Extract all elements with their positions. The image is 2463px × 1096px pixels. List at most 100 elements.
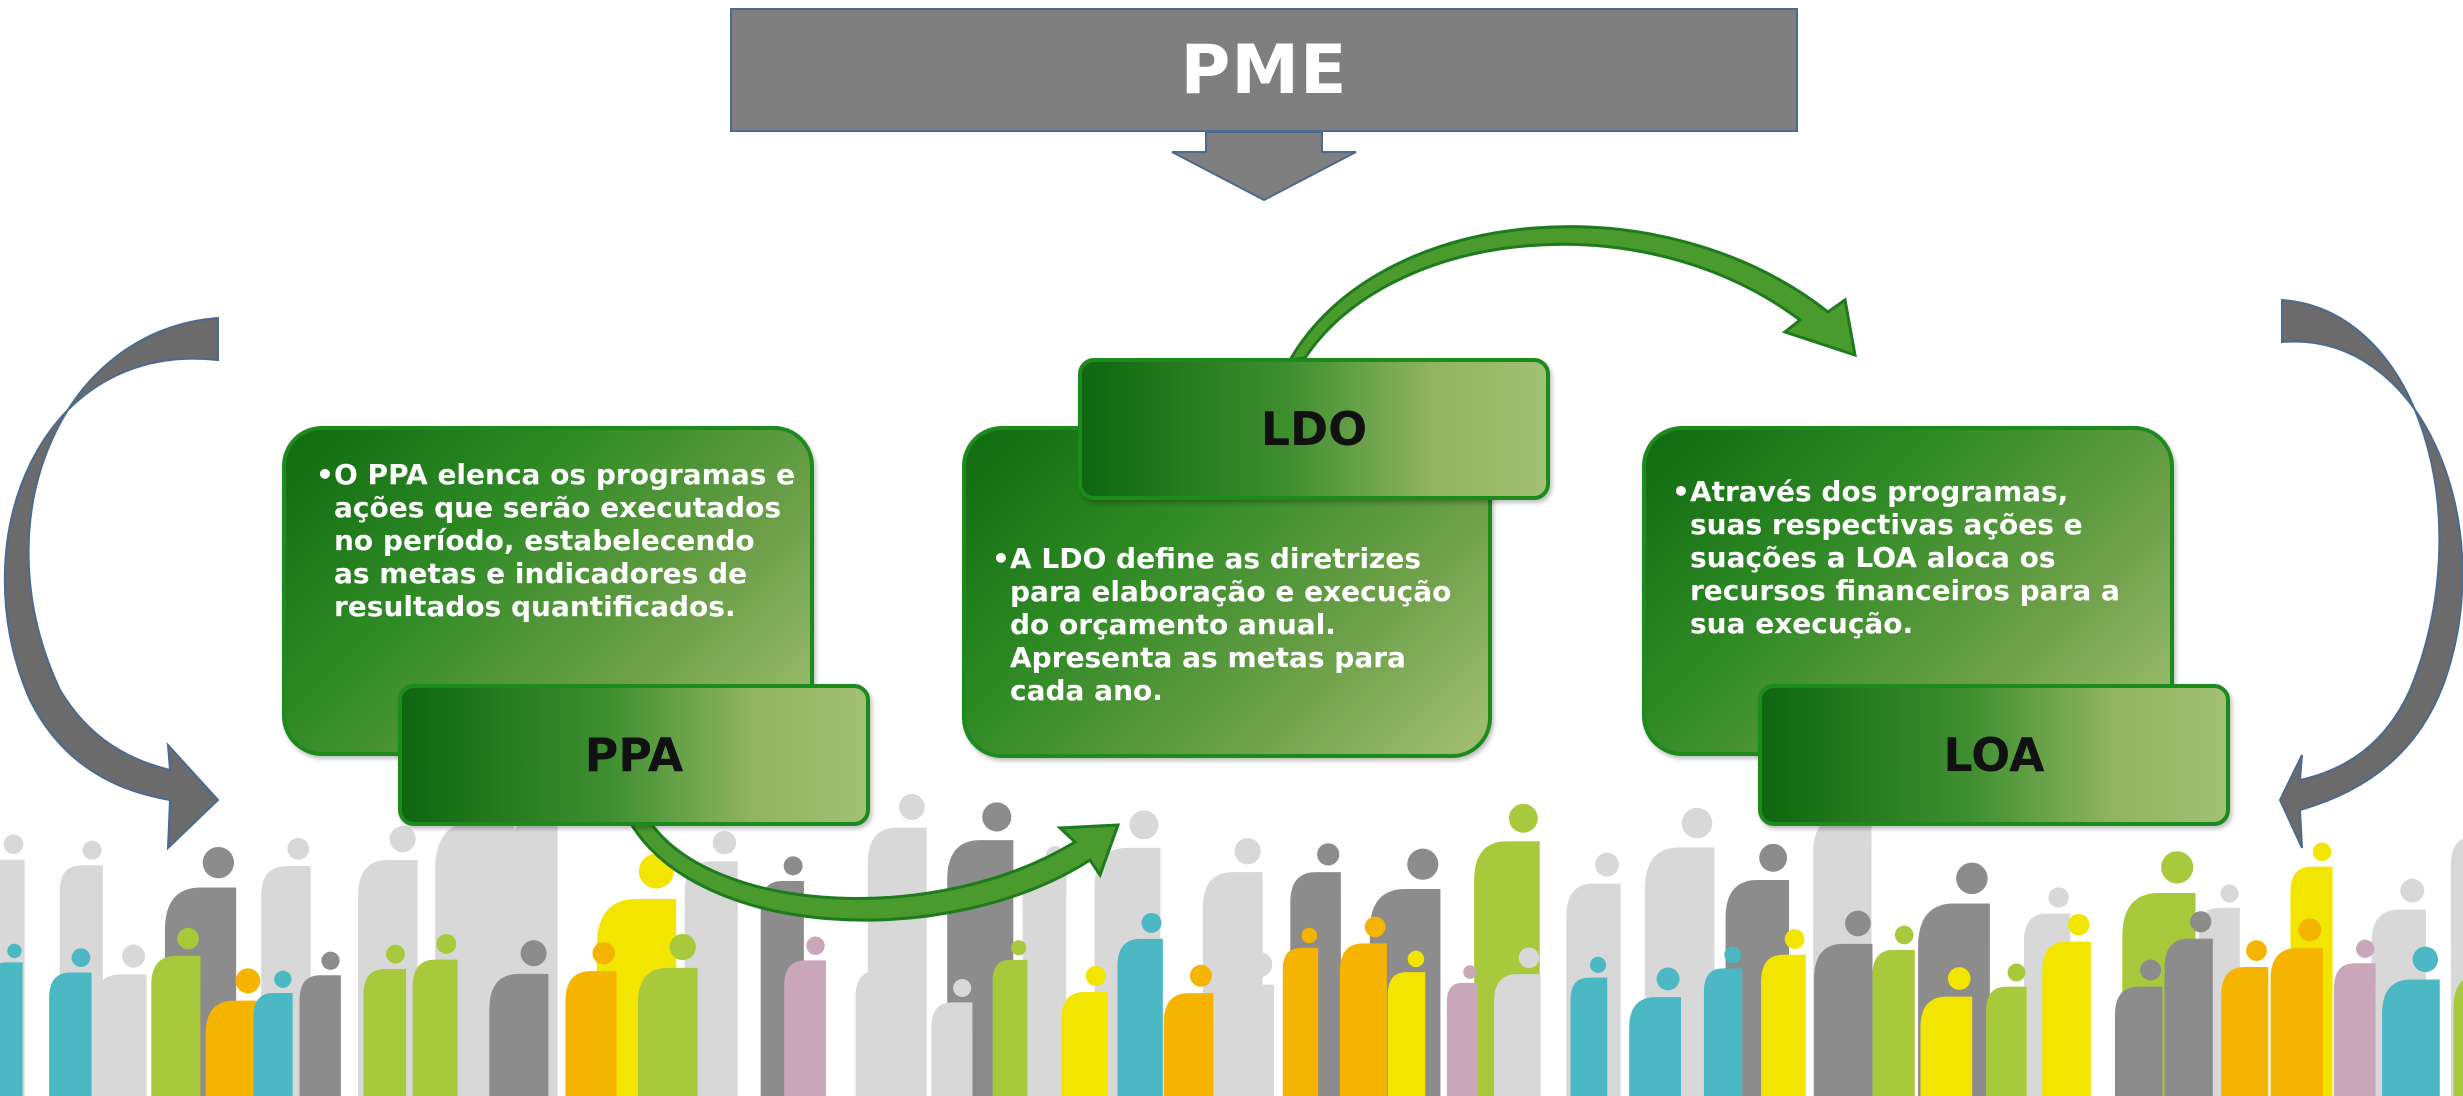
person-figure <box>94 974 147 1096</box>
person-head <box>2312 842 2332 862</box>
person-head <box>2190 911 2212 933</box>
person-head <box>2048 887 2069 908</box>
person-figure <box>1163 993 1214 1096</box>
ldo-label: LDO <box>1260 402 1368 456</box>
person-head <box>1894 925 1914 945</box>
pme-title: PME <box>1180 30 1348 110</box>
ldo-description-item: A LDO define as diretrizes para elaboraç… <box>992 542 1480 707</box>
person-figure <box>299 975 341 1096</box>
person-head <box>122 944 146 968</box>
person-figure <box>1446 982 1478 1096</box>
person-head <box>1956 862 1988 895</box>
person-head <box>1845 910 1871 937</box>
person-head <box>783 856 803 876</box>
person-head <box>898 794 925 820</box>
ldo-to-loa-arrow-icon <box>1287 225 1857 362</box>
person-head <box>287 837 310 860</box>
person-head <box>806 936 825 955</box>
person-head <box>592 942 615 965</box>
person-head <box>712 830 737 855</box>
person-head <box>1508 803 1538 833</box>
person-figure <box>1814 943 1873 1096</box>
person-figure <box>1117 938 1163 1096</box>
person-head <box>235 968 261 994</box>
person-figure <box>1216 984 1275 1096</box>
person-figure <box>151 955 201 1096</box>
person-head <box>2007 963 2026 982</box>
person-head <box>1407 950 1425 968</box>
person-head <box>982 802 1012 832</box>
person-figure <box>2453 980 2463 1096</box>
ldo-description: A LDO define as diretrizes para elaboraç… <box>990 542 1480 707</box>
person-figure <box>2114 986 2163 1096</box>
person-head <box>722 956 737 971</box>
person-figure <box>2221 967 2269 1096</box>
person-head <box>1190 964 1212 987</box>
person-head <box>1129 810 1159 840</box>
person-head <box>2412 946 2439 973</box>
person-head <box>1759 843 1788 872</box>
person-figure <box>1761 954 1806 1096</box>
person-head <box>2246 940 2267 961</box>
pme-title-box: PME <box>730 8 1798 132</box>
person-figure <box>1493 974 1541 1096</box>
loa-description-item: Através dos programas, suas respectivas … <box>1672 475 2140 640</box>
person-head <box>274 970 292 988</box>
person-head <box>1364 916 1386 938</box>
person-figure <box>412 959 458 1096</box>
person-head <box>1947 967 1971 990</box>
person-head <box>520 940 547 967</box>
person-head <box>177 927 199 950</box>
ppa-description: O PPA elenca os programas e ações que se… <box>314 458 799 623</box>
person-head <box>3 834 24 855</box>
person-head <box>436 934 457 954</box>
person-figure <box>1629 997 1682 1096</box>
person-figure <box>1920 996 1973 1096</box>
person-figure <box>637 967 698 1096</box>
person-head <box>1234 838 1261 865</box>
person-figure <box>1986 986 2027 1096</box>
person-head <box>1463 965 1477 979</box>
person-head <box>1407 848 1439 880</box>
person-head <box>321 951 340 970</box>
person-head <box>1589 956 1607 973</box>
person-figure <box>2334 963 2376 1096</box>
person-figure <box>1570 977 1608 1096</box>
person-head <box>2220 884 2239 903</box>
person-head <box>1656 967 1680 991</box>
person-figure <box>1022 870 1067 1096</box>
person-figure <box>1061 991 1108 1096</box>
person-head <box>878 946 898 966</box>
person-head <box>953 978 972 998</box>
person-figure <box>2382 979 2440 1096</box>
person-head <box>7 943 22 959</box>
person-head <box>1301 927 1318 944</box>
person-figure <box>931 1002 973 1096</box>
person-figure <box>705 975 738 1096</box>
person-head <box>669 933 696 961</box>
person-head <box>1518 947 1540 969</box>
ppa-description-item: O PPA elenca os programas e ações que se… <box>316 458 799 623</box>
right-curved-arrow-icon <box>2278 298 2463 849</box>
person-head <box>2068 913 2090 936</box>
person-figure <box>2270 948 2323 1096</box>
person-figure <box>1339 943 1387 1096</box>
person-figure <box>1282 947 1319 1096</box>
person-head <box>1595 852 1619 877</box>
loa-label: LOA <box>1943 728 2045 782</box>
person-figure <box>253 992 293 1096</box>
person-figure <box>784 960 826 1096</box>
person-figure <box>489 973 549 1096</box>
person-head <box>2356 939 2375 958</box>
person-head <box>2400 878 2425 903</box>
person-figure <box>1387 972 1426 1096</box>
ppa-label-tab: PPA <box>398 684 870 826</box>
person-figure <box>205 1000 263 1096</box>
person-figure <box>2164 938 2213 1096</box>
crowd-illustration <box>0 777 2463 1096</box>
ppa-label: PPA <box>584 728 684 782</box>
loa-description: Através dos programas, suas respectivas … <box>1670 475 2140 640</box>
person-figure <box>1872 949 1915 1096</box>
person-head <box>2298 918 2322 942</box>
person-figure <box>0 962 23 1096</box>
